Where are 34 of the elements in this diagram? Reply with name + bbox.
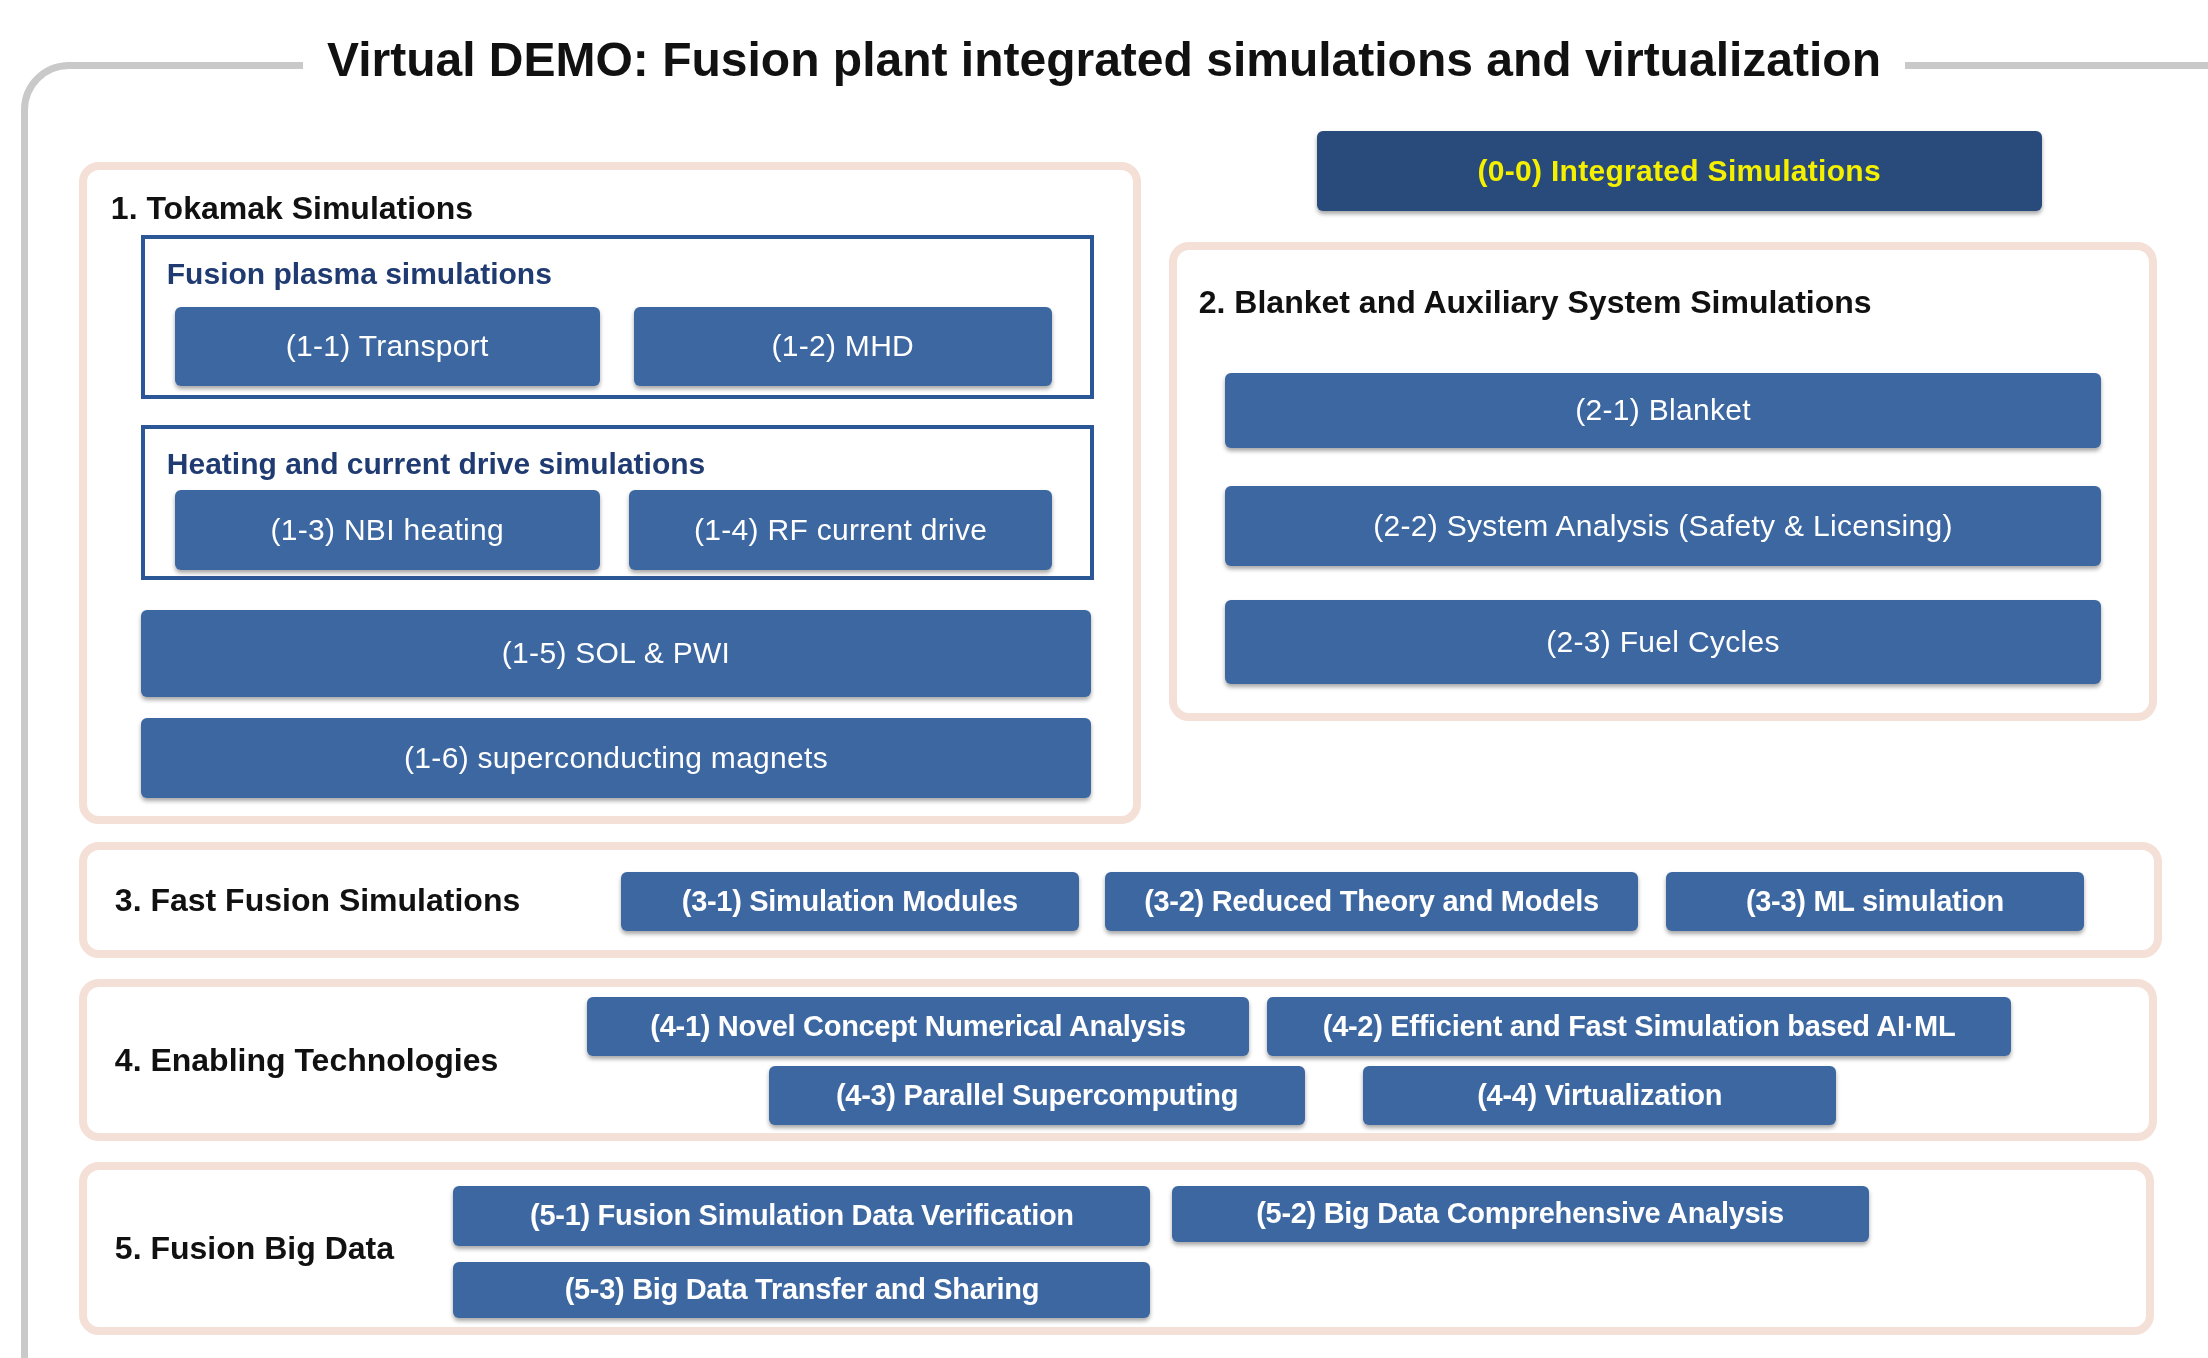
module-box: (2-3) Fuel Cycles (1225, 599, 2101, 685)
section-heading: 2. Blanket and Auxiliary System Simulations (1198, 284, 1872, 322)
module-box: (4-3) Parallel Supercomputing (768, 1065, 1306, 1126)
section-panel (78, 161, 1141, 824)
section-heading: 3. Fast Fusion Simulations (114, 881, 521, 919)
section-heading: Fusion plasma simulations (166, 257, 552, 292)
module-box: (3-1) Simulation Modules (621, 871, 1079, 931)
section-panel (78, 1161, 2155, 1335)
section-panel (78, 978, 2158, 1141)
section-heading: 5. Fusion Big Data (114, 1229, 394, 1267)
module-box: (4-1) Novel Concept Numerical Analysis (587, 996, 1249, 1057)
module-box: (5-3) Big Data Transfer and Sharing (453, 1261, 1151, 1318)
module-box: (1-3) NBI heating (174, 490, 600, 571)
module-box: (4-2) Efficient and Fast Simulation based AI·ML (1267, 996, 2011, 1057)
module-box: (4-4) Virtualization (1363, 1065, 1837, 1126)
section-panel (78, 842, 2162, 958)
module-box: (1-6) superconducting magnets (140, 718, 1092, 799)
module-box: (5-1) Fusion Simulation Data Verification (453, 1185, 1151, 1247)
module-box: (1-1) Transport (174, 306, 600, 386)
section-heading: Heating and current drive simulations (166, 447, 706, 482)
section-panel (1168, 242, 2158, 721)
section-heading: 4. Enabling Technologies (114, 1041, 499, 1079)
module-box: (3-2) Reduced Theory and Models (1105, 871, 1638, 931)
section-heading: 1. Tokamak Simulations (110, 189, 474, 227)
group-frame (140, 425, 1095, 581)
module-box: (5-2) Big Data Comprehensive Analysis (1171, 1185, 1869, 1242)
module-box: (0-0) Integrated Simulations (1316, 130, 2042, 212)
module-box: (1-5) SOL & PWI (140, 609, 1092, 697)
module-box: (1-2) MHD (633, 306, 1052, 386)
module-box: (2-2) System Analysis (Safety & Licensing) (1225, 485, 2101, 567)
module-box: (3-3) ML simulation (1665, 871, 2085, 931)
module-box: (1-4) RF current drive (629, 490, 1052, 571)
group-frame (140, 235, 1095, 399)
module-box: (2-1) Blanket (1225, 373, 2101, 448)
